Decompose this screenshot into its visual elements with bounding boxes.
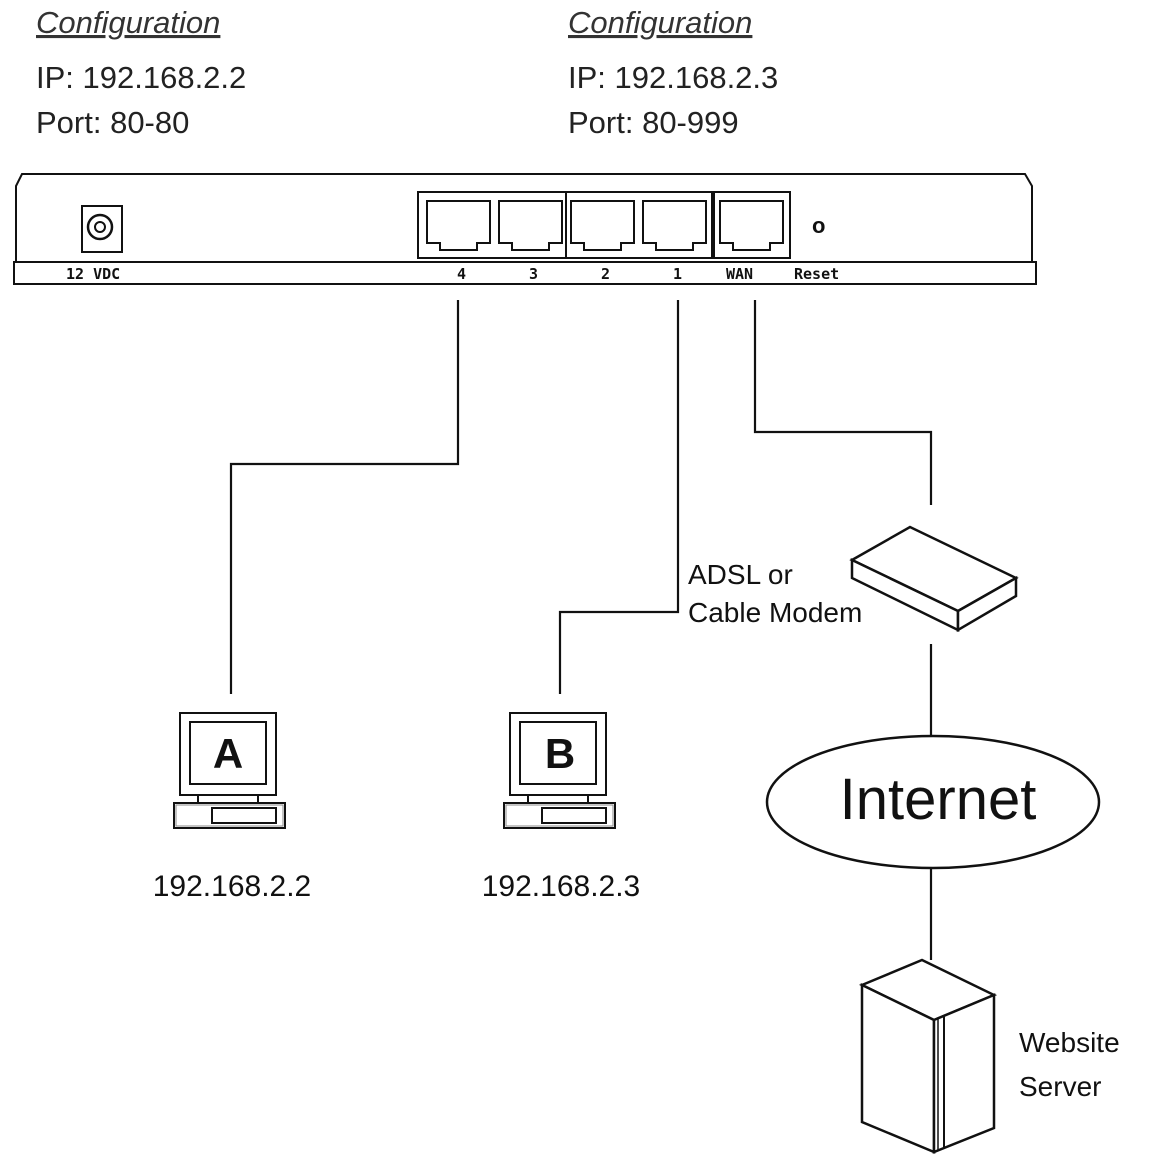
pc-b-ip: 192.168.2.3 [482, 870, 640, 903]
config-a-port: Port: 80-80 [36, 105, 189, 140]
pc-b-letter: B [545, 730, 575, 777]
server-label-line2: Server [1019, 1071, 1101, 1102]
config-block-a: Configuration IP: 192.168.2.2 Port: 80-8… [36, 5, 246, 140]
computer-b-icon [503, 712, 616, 829]
lan-port-3-icon[interactable] [498, 200, 563, 251]
server: Website Server [858, 958, 1120, 1154]
port-label-4: 4 [457, 265, 466, 283]
cable-wan-to-modem [753, 300, 933, 505]
config-a-title: Configuration [36, 5, 220, 40]
config-a-ip: IP: 192.168.2.2 [36, 60, 246, 95]
lan-port-1-icon[interactable] [642, 200, 707, 251]
config-block-b: Configuration IP: 192.168.2.3 Port: 80-9… [568, 5, 778, 140]
wan-port-icon[interactable] [719, 200, 784, 251]
power-label: 12 VDC [66, 265, 120, 283]
router: o 12 VDC 4 3 2 1 WAN Reset [13, 173, 1037, 285]
power-jack-icon [81, 205, 123, 253]
modem-icon [849, 525, 1019, 633]
wan-label: WAN [726, 265, 753, 283]
lan-group-right [565, 191, 715, 259]
config-b-port: Port: 80-999 [568, 105, 739, 140]
wan-group [711, 191, 791, 259]
pc-b: B 192.168.2.3 [482, 712, 640, 903]
config-b-title: Configuration [568, 5, 752, 40]
pc-a-letter: A [213, 730, 243, 777]
server-label-line1: Website [1019, 1027, 1120, 1058]
reset-label: Reset [794, 265, 839, 283]
lan-port-2-icon[interactable] [570, 200, 635, 251]
modem: ADSL or Cable Modem [688, 525, 1019, 633]
internet-label: Internet [840, 767, 1037, 832]
pc-a-ip: 192.168.2.2 [153, 870, 311, 903]
port-label-1: 1 [673, 265, 682, 283]
modem-label-line1: ADSL or [688, 559, 793, 590]
lan-port-4-icon[interactable] [426, 200, 491, 251]
cable-port4-to-pc-a [229, 300, 460, 694]
cable-port1-to-pc-b [558, 300, 680, 694]
server-tower-icon [858, 958, 998, 1154]
internet: Internet [765, 734, 1101, 870]
computer-a-icon [173, 712, 286, 829]
router-label-strip [13, 261, 1037, 285]
pc-a: A 192.168.2.2 [153, 712, 311, 903]
internet-ellipse [765, 734, 1101, 870]
modem-label-line2: Cable Modem [688, 597, 862, 628]
config-b-ip: IP: 192.168.2.3 [568, 60, 778, 95]
port-label-3: 3 [529, 265, 538, 283]
port-label-2: 2 [601, 265, 610, 283]
reset-button[interactable]: o [812, 213, 825, 238]
